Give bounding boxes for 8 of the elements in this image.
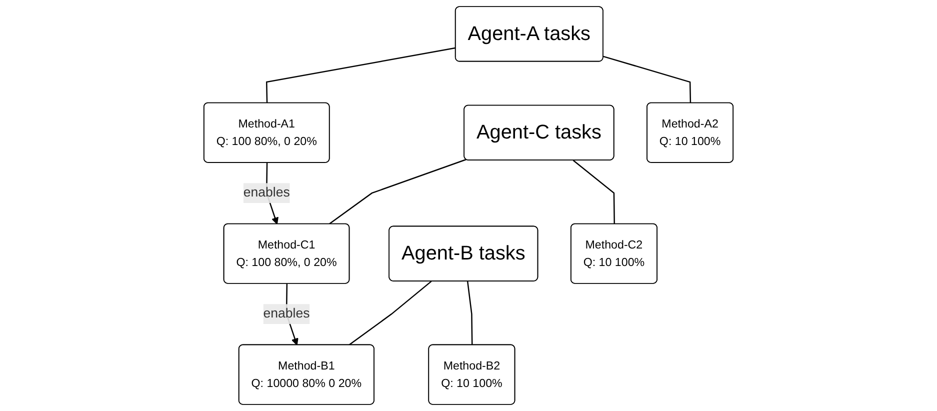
edge-label: enables — [263, 306, 310, 321]
connector — [348, 280, 432, 346]
connector — [328, 158, 466, 225]
edge-label: enables — [243, 186, 290, 200]
connector — [603, 56, 692, 104]
connector — [572, 160, 615, 224]
connector — [466, 281, 473, 346]
connector — [266, 47, 456, 104]
